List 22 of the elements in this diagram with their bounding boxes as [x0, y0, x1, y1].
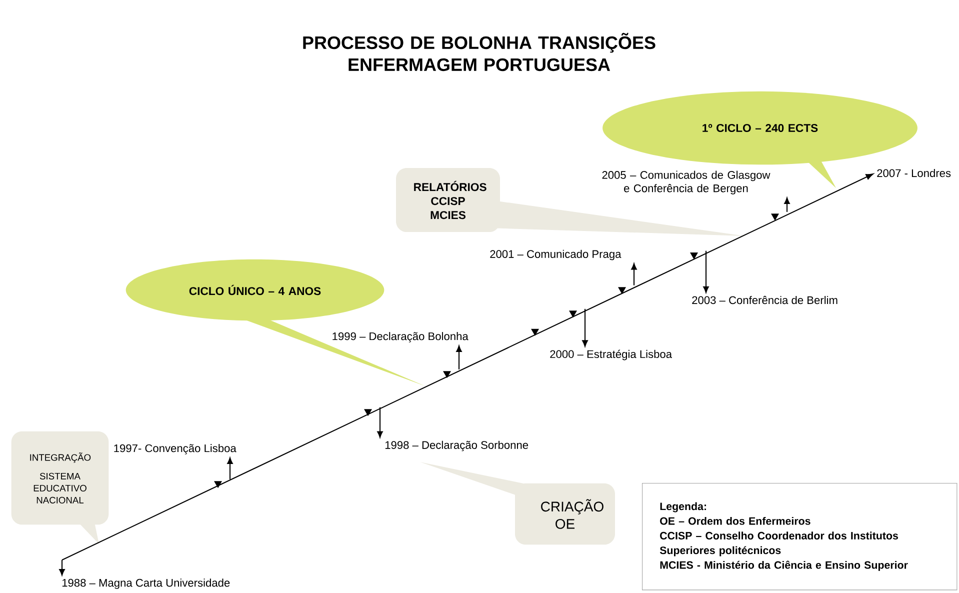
event-label: 2007 - Londres	[877, 168, 951, 178]
speech-bubble: INTEGRAÇÃO SISTEMA EDUCATIVO NACIONAL	[11, 431, 109, 544]
event-label: 1998 – Declaração Sorbonne	[385, 440, 528, 452]
speech-bubble: CRIAÇÃO OE	[420, 462, 615, 545]
tick-arrow	[377, 407, 383, 438]
tick-arrow	[582, 308, 588, 347]
event-label: 2001 – Comunicado Praga	[490, 250, 622, 260]
tick-arrow	[59, 560, 65, 576]
event-label: 2003 – Conferência de Berlim	[692, 296, 838, 304]
timeline-arrow	[62, 173, 874, 560]
node-label: RELATÓRIOS CCISP MCIES	[414, 180, 486, 220]
legend-box: Legenda: OE – Ordem dos Enfermeiros CCISP – Conselho Coordenador dos Institutos Superiores politécnicos MCIES - Ministério da Ciência e Ensino Superior	[642, 483, 958, 590]
event-label: 1997- Convenção Lisboa	[114, 444, 236, 454]
event-label: 2000 – Estratégia Lisboa	[550, 350, 672, 360]
title: PROCESSO DE BOLONHA TRANSIÇÕES ENFERMAGEM PORTUGUESA	[303, 32, 656, 72]
event-label: 1999 – Declaração Bolonha	[332, 332, 468, 342]
event-label: 1988 – Magna Carta Universidade	[62, 578, 230, 589]
tick-arrow	[703, 250, 709, 293]
tick-arrow	[784, 197, 790, 212]
tick-arrow	[631, 263, 637, 286]
tick-arrow	[456, 345, 462, 370]
tick-arrow	[227, 457, 233, 480]
